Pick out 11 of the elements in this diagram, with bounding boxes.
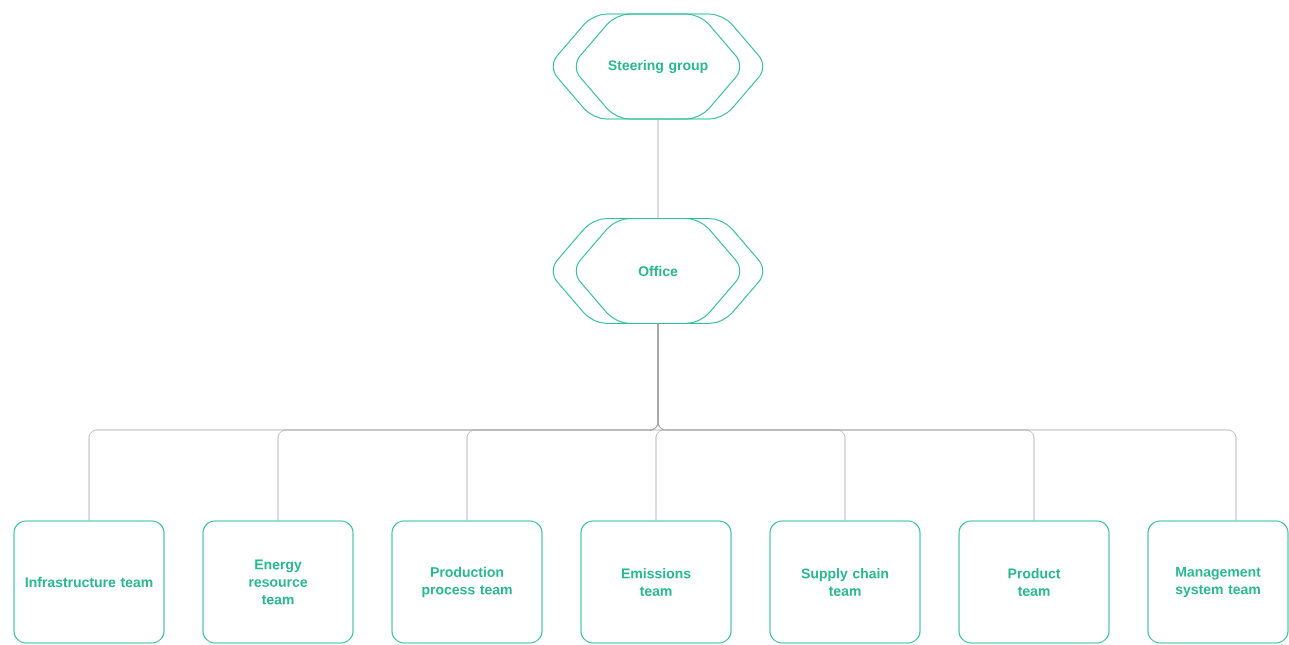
team-box: Infrastructure team xyxy=(13,520,165,644)
hexagon-node: Steering group xyxy=(552,13,764,120)
hexagon-node: Office xyxy=(552,217,764,325)
team-box: Production process team xyxy=(391,520,543,644)
team-box: Emissions team xyxy=(580,520,732,644)
connector-line xyxy=(657,323,1237,521)
team-box: Energy resource team xyxy=(202,520,354,644)
team-box: Product team xyxy=(958,520,1110,644)
connector-line xyxy=(657,118,659,219)
team-box: Management system team xyxy=(1147,520,1289,644)
team-box: Supply chain team xyxy=(769,520,921,644)
